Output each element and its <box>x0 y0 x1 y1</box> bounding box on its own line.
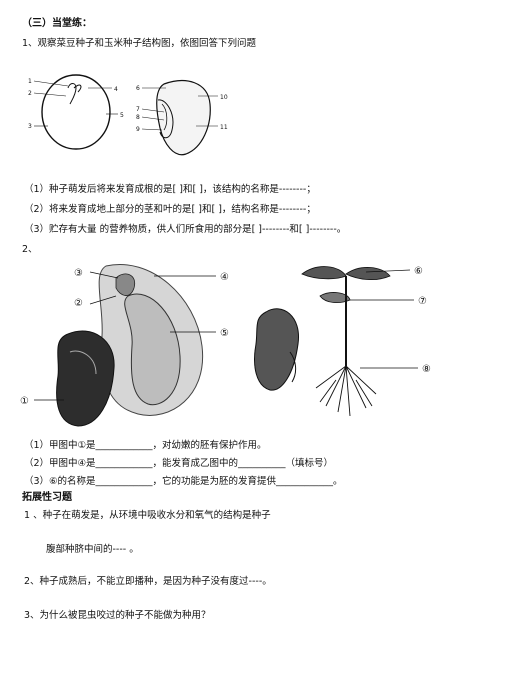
label-4: ④ <box>220 272 229 283</box>
label-3: ③ <box>74 268 83 279</box>
section-title: （三）当堂练： <box>22 18 92 29</box>
corn-label-9: 9 <box>136 126 140 133</box>
label-7: ⑦ <box>418 296 427 307</box>
bean-kidney <box>56 330 115 427</box>
label-1: ① <box>20 396 29 407</box>
corn-seed-outline <box>156 80 211 156</box>
question-1-item-2: （2）将来发育成地上部分的茎和叶的是[ ]和[ ]，结构名称是--------； <box>24 204 316 215</box>
seedling-roots <box>315 365 377 417</box>
question-1-intro: 1、观察菜豆种子和玉米种子结构图，依图回答下列问题 <box>22 38 257 49</box>
seed-structure-figure: 1 2 3 4 5 6 7 8 9 10 11 <box>28 74 228 156</box>
seedling-leaf-right <box>345 267 391 280</box>
corn-label-7: 7 <box>136 106 140 113</box>
bean-label-5: 5 <box>120 112 124 119</box>
corn-embryo <box>157 99 174 139</box>
hypocotyl <box>115 273 136 296</box>
extension-title: 拓展性习题 <box>22 492 72 503</box>
seedling-leaf-left <box>301 266 347 280</box>
bean-label-4: 4 <box>114 86 118 93</box>
bean-seed-outline <box>41 74 111 150</box>
bean-label-2: 2 <box>28 90 32 97</box>
label-2: ② <box>74 298 83 309</box>
seedling-seedcoat <box>254 308 299 391</box>
corn-label-6: 6 <box>136 85 140 92</box>
question-2-item-1: （1）甲图中①是____________，对幼嫩的胚有保护作用。 <box>24 440 267 451</box>
bean-radicle <box>67 83 77 105</box>
label-8: ⑧ <box>422 364 431 375</box>
question-1-item-1: （1）种子萌发后将来发育成根的是[ ]和[ ]，该结构的名称是--------； <box>24 184 316 195</box>
question-2-label: 2、 <box>22 244 38 255</box>
label-6: ⑥ <box>414 266 423 277</box>
label-5: ⑤ <box>220 328 229 339</box>
question-1-item-3: （3）贮存有大量 的营养物质，供人们所食用的部分是[ ]--------和[ ]… <box>24 224 347 235</box>
corn-label-8: 8 <box>136 114 140 121</box>
bean-label-3: 3 <box>28 123 32 130</box>
corn-label-10: 10 <box>220 94 228 101</box>
germination-figure: ③ ④ ② ⑤ ① ⑥ ⑦ ⑧ <box>20 264 431 427</box>
extension-item-2: 2、种子成熟后，不能立即播种，是因为种子没有度过----。 <box>24 576 272 587</box>
bean-plumule <box>73 84 82 93</box>
extension-item-1: 1 、种子在萌发是，从环境中吸收水分和氧气的结构是种子 <box>24 510 271 521</box>
question-2-item-3: （3）⑥的名称是____________，它的功能是为胚的发育提供_______… <box>24 476 343 487</box>
extension-item-1-cont: 腹部种脐中间的---- 。 <box>46 544 139 555</box>
question-2-item-2: （2）甲图中④是____________，能发育成乙图中的__________（… <box>24 458 334 469</box>
cotyledon <box>124 293 181 406</box>
extension-item-3: 3、为什么被昆虫咬过的种子不能做为种用？ <box>24 610 211 621</box>
corn-label-11: 11 <box>220 124 228 131</box>
bean-label-1: 1 <box>28 78 32 85</box>
